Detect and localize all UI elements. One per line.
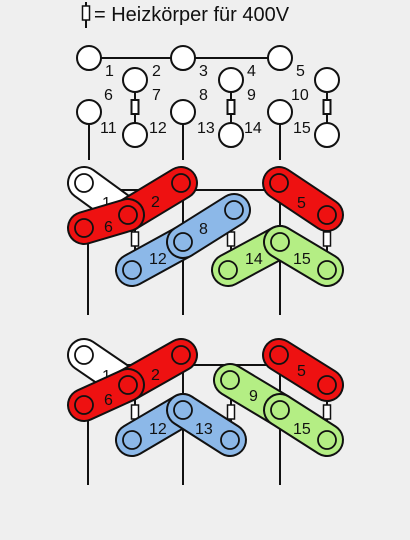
- terminal-6: [122, 67, 148, 93]
- connector-bar-8: 8: [166, 193, 251, 259]
- terminal-13: [170, 99, 196, 125]
- resistor-7: [130, 99, 140, 115]
- diagram-2: 12512139156: [67, 338, 344, 485]
- terminal-number: 2: [152, 63, 161, 80]
- terminal-1: [76, 45, 102, 71]
- connector-label: 9: [249, 388, 258, 405]
- connector-label: 6: [104, 392, 113, 409]
- terminal-number: 3: [199, 63, 208, 80]
- terminal-number: 6: [104, 87, 113, 104]
- connector-terminal: [171, 345, 191, 365]
- terminal-3: [267, 45, 293, 71]
- terminal-14: [218, 122, 244, 148]
- connector-label: 13: [195, 421, 213, 438]
- connector-terminal: [118, 205, 138, 225]
- connector-terminal: [173, 232, 193, 252]
- connector-label: 12: [149, 251, 167, 268]
- terminal-5: [314, 67, 340, 93]
- terminal-number: 15: [293, 120, 311, 137]
- connector-terminal: [317, 205, 337, 225]
- connector-terminal: [317, 375, 337, 395]
- connector-label: 8: [199, 221, 208, 238]
- connector-bar-15: 15: [263, 225, 344, 287]
- connector-bar-13: 13: [166, 393, 247, 457]
- connector-terminal: [270, 400, 290, 420]
- connector-label: 2: [151, 367, 160, 384]
- terminal-number: 5: [296, 63, 305, 80]
- terminal-number: 14: [244, 120, 262, 137]
- connector-bar-5: 5: [262, 338, 344, 402]
- terminal-number: 8: [199, 87, 208, 104]
- connector-terminal: [173, 400, 193, 420]
- connector-bar-6: 6: [67, 198, 145, 245]
- terminal-numbers: 1 2 3 4 5 6 7 8 9 10 11 12 13 14 15: [100, 63, 311, 137]
- connector-terminal: [74, 395, 94, 415]
- connector-label: 15: [293, 251, 311, 268]
- connector-label: 1: [102, 195, 111, 212]
- heater-resistor-icon: [81, 2, 91, 28]
- connector-terminal: [118, 375, 138, 395]
- terminal-12: [122, 122, 148, 148]
- connector-terminal: [122, 430, 142, 450]
- legend: = Heizkörper für 400V: [81, 2, 290, 28]
- terminal-number: 1: [105, 63, 114, 80]
- connector-bar-6: 6: [67, 368, 145, 422]
- terminal-4: [218, 67, 244, 93]
- connector-terminal: [74, 345, 94, 365]
- terminal-11: [76, 99, 102, 125]
- terminal-number: 10: [291, 87, 309, 104]
- connector-terminal: [218, 260, 238, 280]
- terminal-number: 11: [100, 120, 117, 137]
- connector-terminal: [317, 260, 337, 280]
- connector-terminal: [269, 173, 289, 193]
- terminal-15: [267, 99, 293, 125]
- connector-label: 6: [104, 219, 113, 236]
- connector-bar-15: 15: [263, 393, 344, 457]
- resistor-10: [322, 99, 332, 115]
- legend-title: = Heizkörper für 400V: [94, 4, 290, 26]
- connector-label: 14: [245, 251, 263, 268]
- terminal-2: [170, 45, 196, 71]
- connector-terminal: [220, 370, 240, 390]
- connector-terminal: [171, 173, 191, 193]
- connector-terminal: [224, 200, 244, 220]
- connector-label: 5: [297, 195, 306, 212]
- connector-label: 12: [149, 421, 167, 438]
- connector-terminal: [269, 345, 289, 365]
- terminal-number: 9: [247, 87, 256, 104]
- terminal-number: 12: [149, 120, 167, 137]
- diagram-2-bars: 12512139156: [67, 338, 344, 457]
- connector-label: 2: [151, 194, 160, 211]
- connector-label: 5: [297, 363, 306, 380]
- connector-terminal: [220, 430, 240, 450]
- terminal-number: 7: [152, 87, 161, 104]
- connector-fill: [168, 195, 249, 257]
- connector-terminal: [122, 260, 142, 280]
- connector-terminal: [74, 218, 94, 238]
- connector-bar-5: 5: [262, 166, 344, 232]
- connector-label: 15: [293, 421, 311, 438]
- terminal-number: 4: [247, 63, 256, 80]
- connector-terminal: [270, 232, 290, 252]
- resistor-9: [226, 99, 236, 115]
- connector-terminal: [74, 173, 94, 193]
- terminal-16: [314, 122, 340, 148]
- connector-terminal: [317, 430, 337, 450]
- terminal-grid: [76, 45, 340, 160]
- terminal-number: 13: [197, 120, 215, 137]
